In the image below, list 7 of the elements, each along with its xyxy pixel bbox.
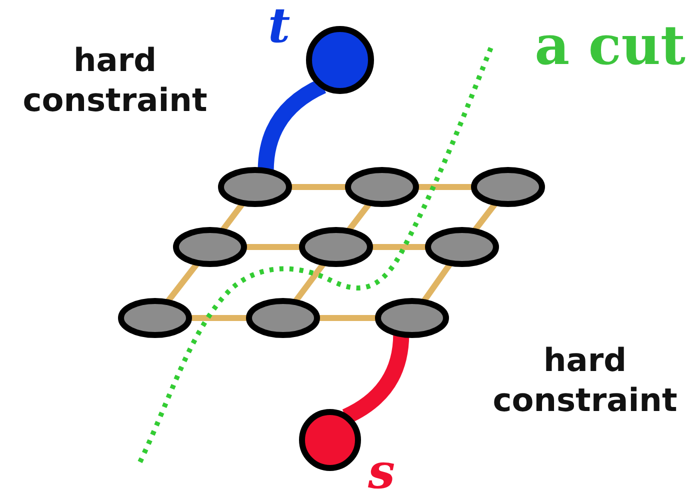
terminal-letter: t — [268, 2, 290, 50]
constraint-label: hard constraint — [22, 40, 208, 120]
constraint-label: hard constraint — [492, 340, 678, 420]
cut-label: a cut — [534, 12, 686, 79]
constraint-link — [258, 78, 326, 172]
constraint-link — [342, 334, 410, 424]
terminal-letter: s — [368, 448, 396, 496]
